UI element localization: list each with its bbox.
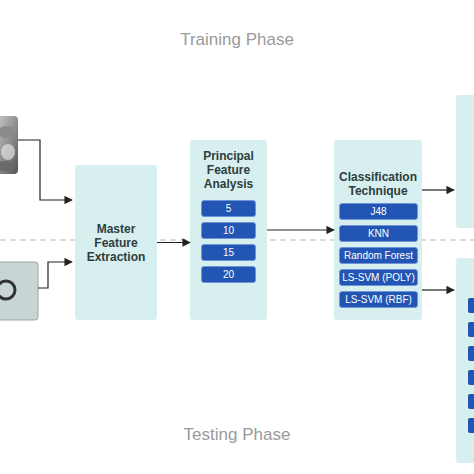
process-box: Master Feature Extraction (75, 165, 157, 320)
option-label: J48 (370, 204, 386, 219)
method-pill: J48 (339, 203, 418, 220)
option-label: 5 (226, 201, 232, 216)
output-arrow (422, 189, 454, 190)
option-label: Random Forest (344, 248, 413, 263)
box-title: Master Feature Extraction (79, 222, 153, 264)
input-arrow (38, 262, 72, 288)
box-title: Principal Feature Analysis (193, 149, 264, 191)
phase-label: Training Phase (180, 30, 294, 50)
test-image (0, 262, 38, 320)
process-box: Principal Feature Analysis 5 10 15 20 (190, 140, 267, 320)
method-pill: LS-SVM (POLY) (339, 269, 418, 286)
option-label: LS-SVM (POLY) (342, 270, 415, 285)
option-label: KNN (368, 226, 389, 241)
flow-arrow (157, 242, 190, 243)
output-arrow (422, 289, 454, 290)
phase-label: Testing Phase (184, 425, 291, 445)
method-pill: LS-SVM (RBF) (339, 291, 418, 308)
flow-arrow (267, 229, 334, 230)
scan-image (0, 116, 18, 174)
result-pills (468, 298, 474, 433)
option-pill: 10 (201, 222, 256, 239)
option-pill: 5 (201, 200, 256, 217)
method-pill: Random Forest (339, 247, 418, 264)
box-title: Classification Technique (336, 170, 420, 198)
result-box (456, 258, 474, 463)
method-pill: KNN (339, 225, 418, 242)
option-label: 15 (223, 245, 234, 260)
process-box: Classification TechniqueJ48KNN Random For… (334, 140, 422, 320)
input-arrow (18, 140, 72, 200)
option-pill: 20 (201, 266, 256, 283)
option-pill: 15 (201, 244, 256, 261)
option-label: 20 (223, 267, 234, 282)
option-label: LS-SVM (RBF) (345, 292, 412, 307)
result-box (456, 95, 474, 228)
option-label: 10 (223, 223, 234, 238)
